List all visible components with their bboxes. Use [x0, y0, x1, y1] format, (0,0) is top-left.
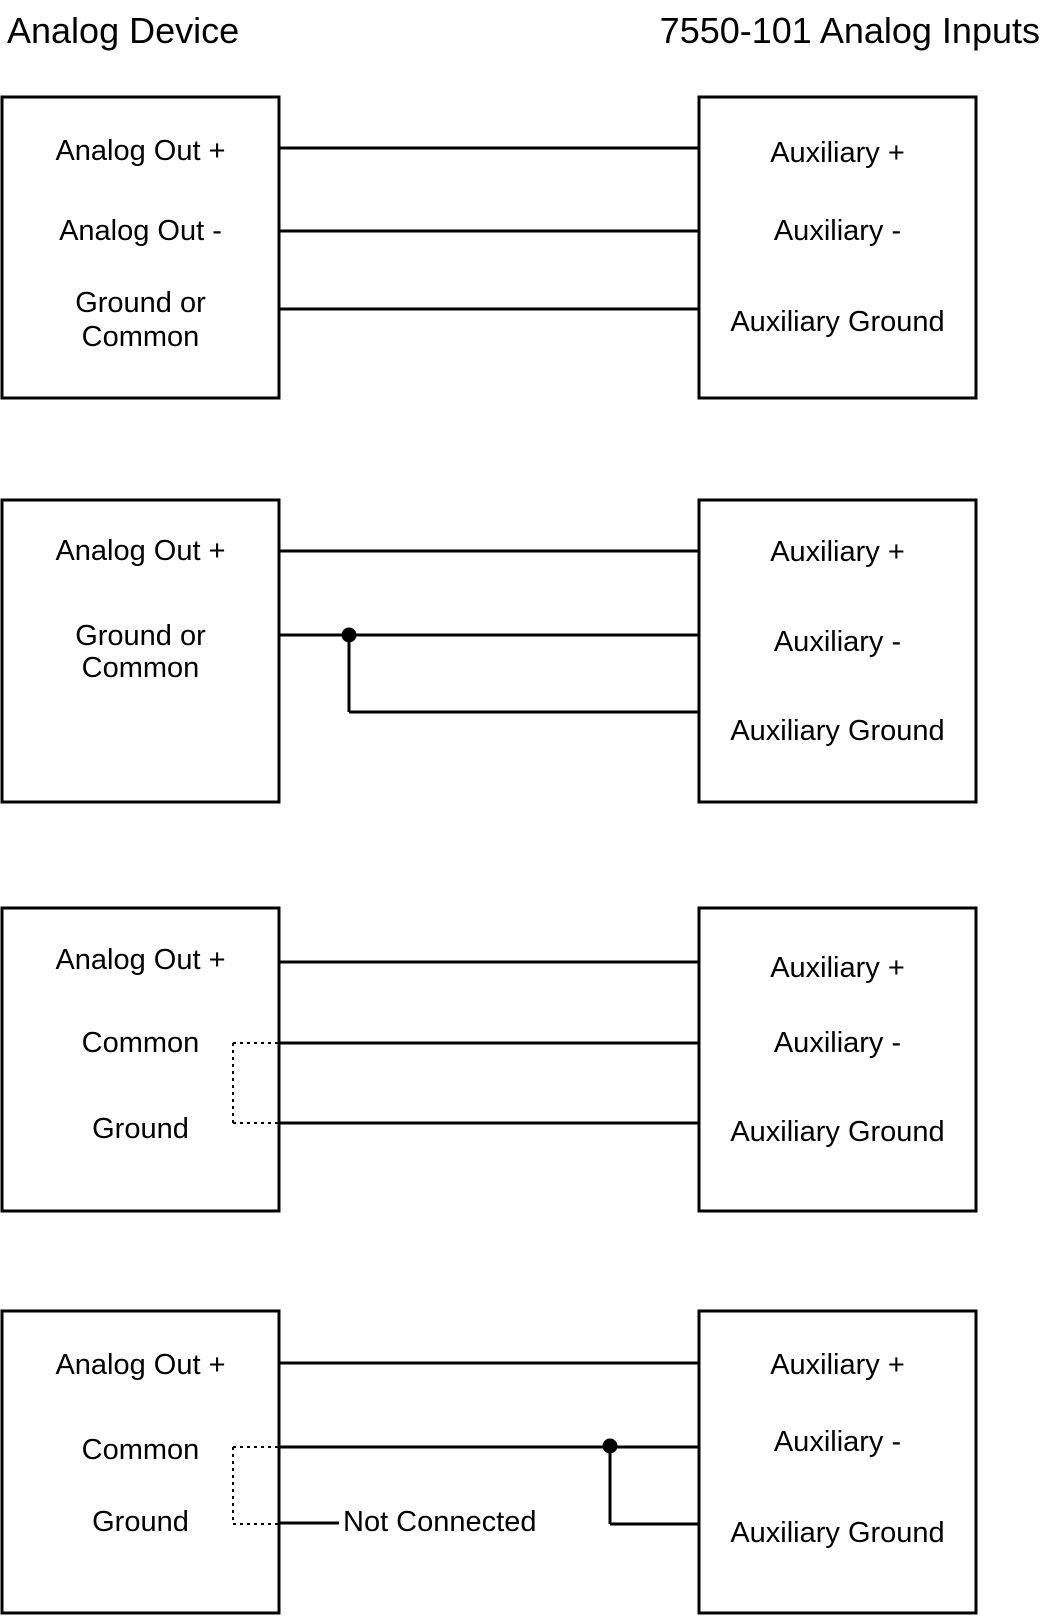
d3-common-label: Common: [81, 1027, 200, 1059]
d1-analog-out-minus-label: Analog Out -: [59, 215, 222, 247]
d1-common-label: Common: [81, 321, 200, 353]
analog-inputs-box-1: [697, 95, 978, 400]
d3-auxiliary-ground-label: Auxiliary Ground: [730, 1116, 945, 1148]
d1-ground-or-label: Ground or: [75, 287, 206, 319]
d1-auxiliary-minus-label: Auxiliary -: [773, 215, 902, 247]
junction-dot-4: [602, 1438, 618, 1454]
d1-auxiliary-plus-label: Auxiliary +: [770, 137, 905, 169]
d2-auxiliary-ground-label: Auxiliary Ground: [730, 715, 945, 747]
junction-dot-2: [341, 627, 357, 643]
analog-inputs-header: 7550-101 Analog Inputs: [659, 10, 1040, 51]
d1-analog-out-plus-label: Analog Out +: [55, 135, 226, 167]
d3-ground-label: Ground: [92, 1113, 189, 1145]
analog-device-box-3: [0, 906, 281, 1213]
d2-auxiliary-plus-label: Auxiliary +: [770, 536, 905, 568]
d3-analog-out-plus-label: Analog Out +: [55, 944, 226, 976]
analog-inputs-box-2: [697, 498, 978, 804]
d4-common-label: Common: [81, 1434, 200, 1466]
d2-common-label: Common: [81, 652, 200, 684]
d2-auxiliary-minus-label: Auxiliary -: [773, 626, 902, 658]
d3-auxiliary-plus-label: Auxiliary +: [770, 952, 905, 984]
analog-device-box-4: [0, 1309, 281, 1615]
d1-auxiliary-ground-label: Auxiliary Ground: [730, 306, 945, 338]
d4-auxiliary-minus-label: Auxiliary -: [773, 1426, 902, 1458]
d4-ground-label: Ground: [92, 1506, 189, 1538]
analog-device-header: Analog Device: [7, 10, 240, 51]
d4-not-connected-label: Not Connected: [343, 1506, 537, 1538]
analog-device-box-2: [0, 498, 281, 804]
analog-inputs-box-3: [697, 906, 978, 1213]
analog-device-box-1: [0, 95, 281, 400]
d2-ground-or-label: Ground or: [75, 620, 206, 652]
d2-analog-out-plus-label: Analog Out +: [55, 535, 226, 567]
analog-inputs-box-4: [697, 1309, 978, 1615]
d4-auxiliary-ground-label: Auxiliary Ground: [730, 1517, 945, 1549]
d4-auxiliary-plus-label: Auxiliary +: [770, 1349, 905, 1381]
d4-analog-out-plus-label: Analog Out +: [55, 1349, 226, 1381]
d3-auxiliary-minus-label: Auxiliary -: [773, 1027, 902, 1059]
